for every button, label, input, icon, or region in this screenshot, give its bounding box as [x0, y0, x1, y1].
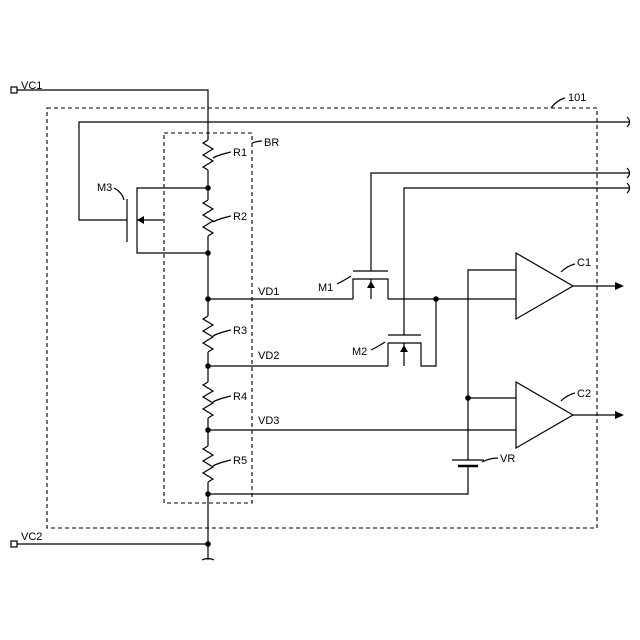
- comparator-c2: [516, 382, 573, 448]
- m2-channel: [388, 299, 436, 366]
- r5-label: R5: [233, 455, 247, 467]
- m1-leader: [337, 276, 351, 284]
- vd2-label: VD2: [258, 350, 279, 362]
- r3-label: R3: [233, 325, 247, 337]
- resistor-r4: [203, 382, 213, 418]
- m2-label: M2: [352, 346, 367, 358]
- r2-leader: [213, 216, 231, 222]
- vr-leader: [482, 458, 498, 462]
- comparator-c1: [516, 253, 573, 319]
- r4-label: R4: [233, 391, 247, 403]
- vr-ground-wire: [208, 466, 468, 494]
- m1-label: M1: [318, 282, 333, 294]
- c1-label: C1: [577, 257, 591, 269]
- node-vr-top: [465, 395, 471, 401]
- vc1-terminal: [11, 87, 17, 93]
- r1-label: R1: [233, 147, 247, 159]
- c2-leader: [561, 393, 575, 401]
- resistor-r1: [203, 140, 213, 170]
- node-vc2: [205, 541, 211, 547]
- vr-label: VR: [500, 453, 515, 465]
- vd1-label: VD1: [258, 286, 279, 298]
- c2-output-arrow: [615, 411, 624, 419]
- bridge-label: BR: [264, 137, 279, 149]
- r5-leader: [213, 460, 231, 466]
- c1-leader: [561, 264, 575, 272]
- c2-label: C2: [577, 388, 591, 400]
- r3-leader: [213, 330, 231, 336]
- m3-source-wire: [137, 242, 208, 253]
- m2-leader: [371, 342, 385, 350]
- device-label-leader: [551, 98, 565, 108]
- r2-label: R2: [233, 211, 247, 223]
- m3-arrow: [137, 216, 144, 224]
- vc2-terminal: [11, 541, 17, 547]
- device-101-boundary: [47, 108, 597, 528]
- bridge-label-leader: [252, 141, 262, 143]
- c1-output-arrow: [615, 282, 624, 290]
- resistor-r3: [203, 316, 213, 352]
- resistor-r2: [203, 200, 213, 236]
- device-label: 101: [568, 92, 586, 104]
- m3-label: M3: [97, 182, 112, 194]
- m3-drain-wire: [137, 188, 208, 199]
- m3-leader: [114, 188, 124, 200]
- r4-leader: [213, 396, 231, 402]
- m1-arrow: [367, 281, 375, 288]
- m2-arrow: [400, 345, 408, 352]
- vd3-label: VD3: [258, 415, 279, 427]
- vc2-label: VC2: [21, 531, 42, 543]
- resistor-r5: [203, 446, 213, 482]
- r1-leader: [213, 152, 231, 158]
- m3-gate-wire: [79, 122, 630, 220]
